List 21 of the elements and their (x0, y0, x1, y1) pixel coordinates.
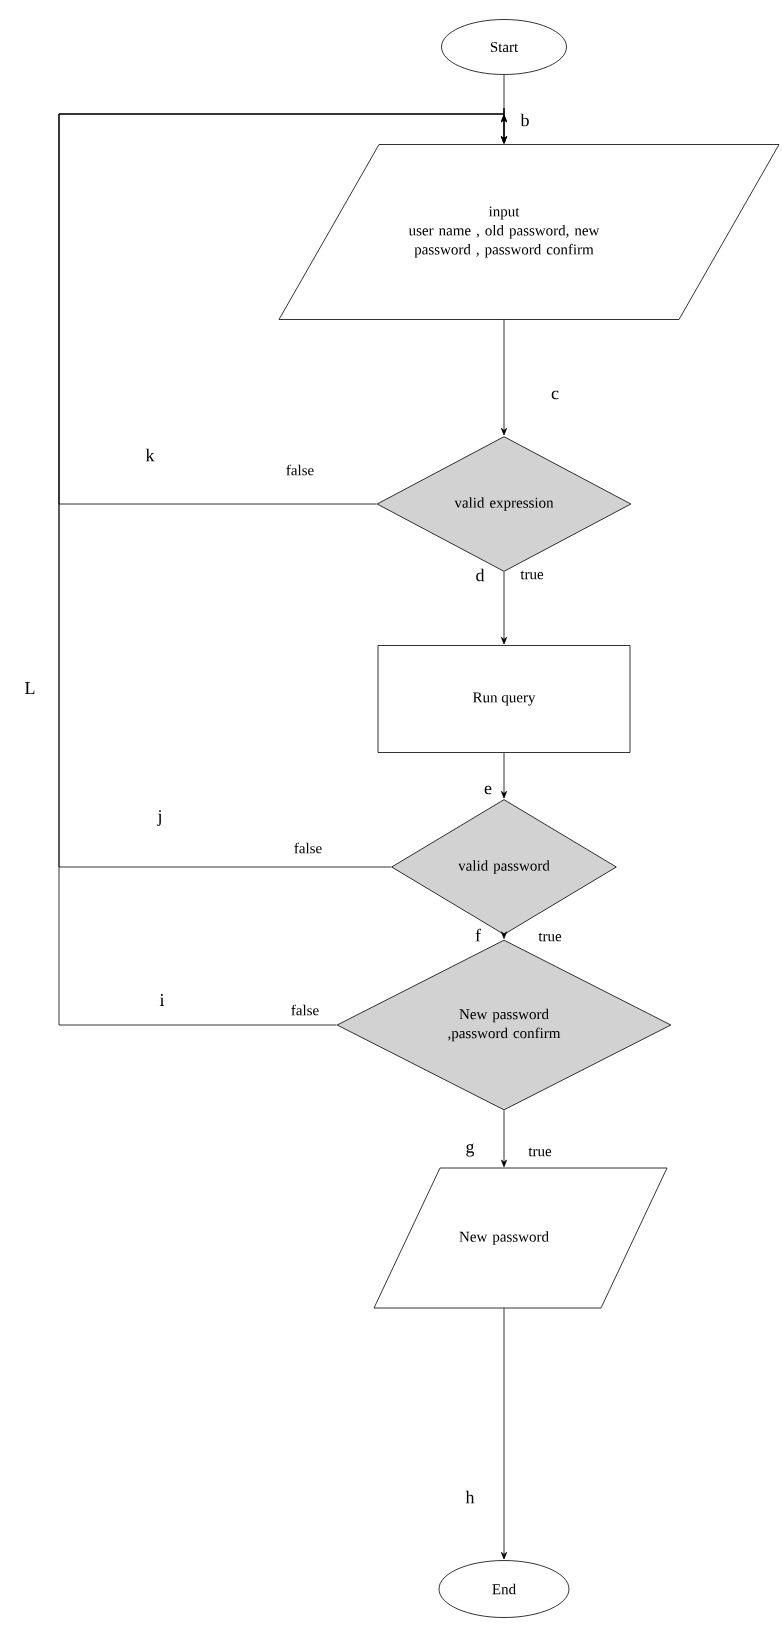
flow-point-label: k (145, 448, 155, 462)
arrow (501, 1110, 507, 1168)
edge-label: true (527, 1146, 553, 1158)
flow-point-label: c (551, 390, 559, 400)
flow-point-label: i (159, 994, 165, 1006)
flow-point-label: b (520, 113, 529, 127)
arrow (501, 752, 507, 799)
io-parallelogram: New password (373, 1167, 668, 1309)
flow-point-label: j (157, 810, 161, 826)
flow-point-label: g (466, 1143, 475, 1157)
arrow (501, 931, 507, 939)
arrow (501, 319, 507, 436)
flow-point-label: e (484, 785, 492, 795)
arrow (58, 107, 507, 1026)
process-box: Run query (377, 645, 631, 753)
flow-point-label: h (465, 1490, 475, 1504)
arrow (501, 571, 507, 645)
arrow (501, 1307, 507, 1560)
flow-point-label: L (25, 682, 35, 694)
io-parallelogram: input user name , old password, new password , password confirm (278, 144, 780, 320)
edge-label: true (519, 569, 545, 581)
